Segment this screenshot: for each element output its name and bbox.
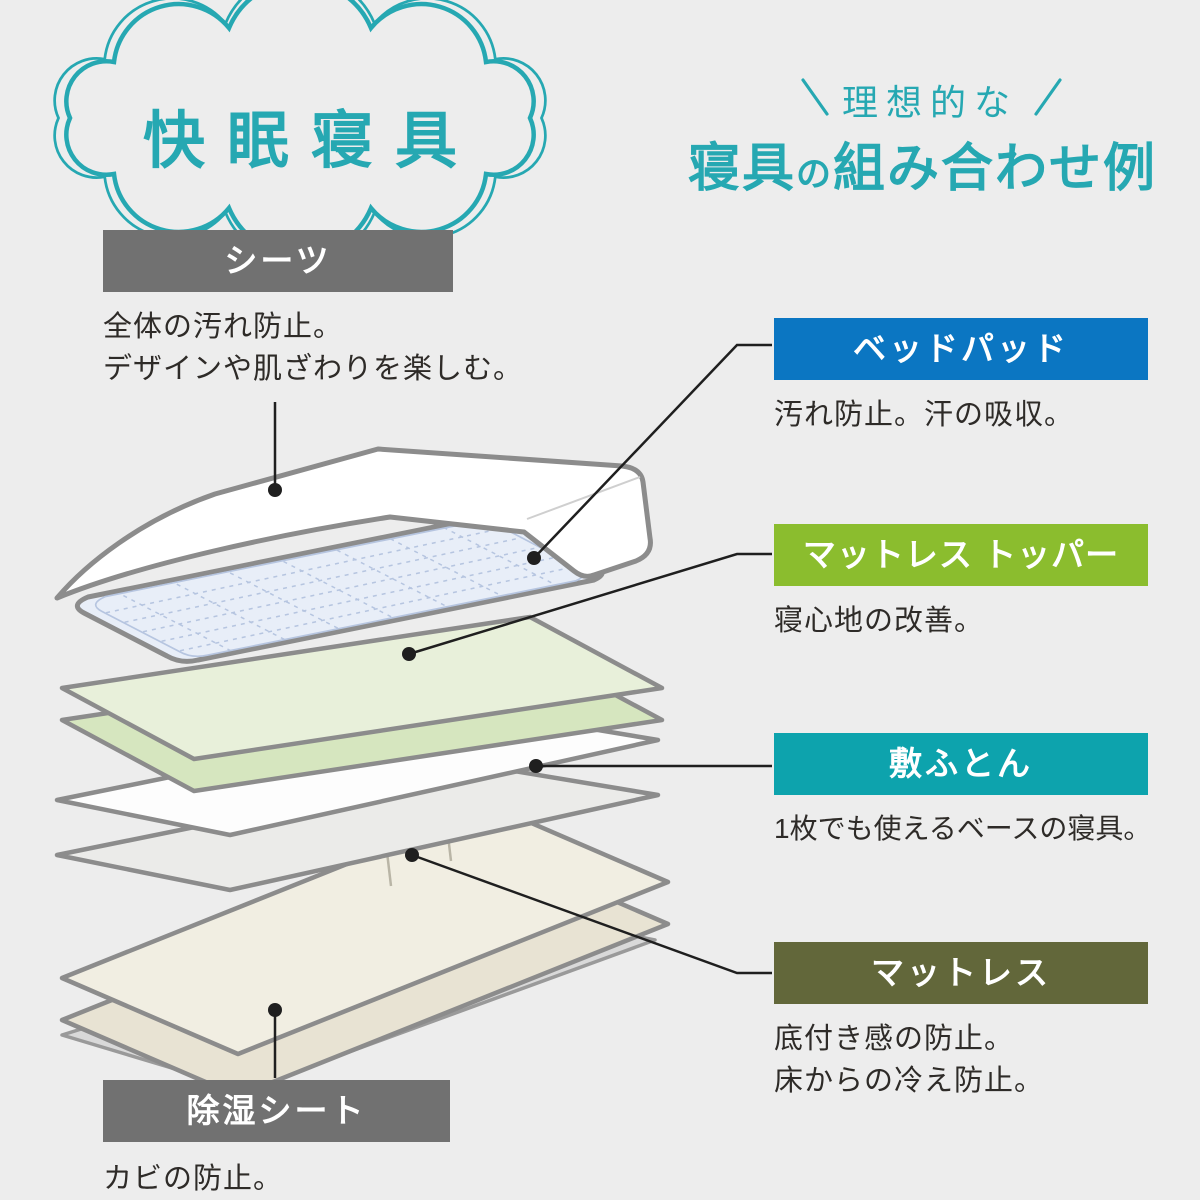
heading-kicker: 理想的な — [841, 82, 1018, 123]
label-box-bedpad: ベッドパッド — [774, 318, 1148, 380]
desc-dehumidifying-sheet: カビの防止。 — [103, 1163, 284, 1195]
label-box-mattress: マットレス — [774, 942, 1148, 1004]
desc-mattress-line2: 床からの冷え防止。 — [774, 1065, 1045, 1098]
cloud-badge-title: 快眠寝具 — [142, 107, 479, 176]
kicker-backslash-mark — [801, 78, 829, 116]
marker-dot-mattress — [405, 848, 419, 862]
desc-sheets: 全体の汚れ防止。 デザインや肌ざわりを楽しむ。 — [103, 306, 523, 390]
marker-dot-dehumid — [268, 1003, 282, 1017]
desc-mattress: 底付き感の防止。 床からの冷え防止。 — [774, 1018, 1044, 1102]
desc-sheets-line1: 全体の汚れ防止。 — [103, 311, 344, 343]
page-title: 寝具の組み合わせ例 — [650, 126, 1195, 201]
label-box-sheets: シーツ — [103, 230, 453, 292]
layer-sheet-shape — [54, 446, 653, 601]
page-title-particle: の — [795, 155, 833, 194]
connector-mattress — [411, 853, 772, 975]
layer-mattress-shape — [59, 803, 671, 1099]
page-title-part2: 組み合わせ例 — [833, 140, 1158, 198]
label-box-topper: マットレス トッパー — [774, 524, 1148, 586]
desc-bedpad: 汚れ防止。汗の吸収。 — [774, 399, 1075, 431]
layer-topper-shape — [59, 614, 665, 794]
label-box-dehumidifying-sheet: 除湿シート — [103, 1080, 450, 1142]
marker-dot-topper — [402, 647, 416, 661]
marker-dot-shikifuton — [529, 759, 543, 773]
connector-topper — [408, 552, 772, 656]
marker-dot-sheets — [268, 483, 282, 497]
page-title-part1: 寝具 — [687, 140, 796, 198]
desc-mattress-line1: 底付き感の防止。 — [774, 1023, 1015, 1055]
marker-dot-bedpad — [527, 551, 541, 565]
desc-sheets-line2: デザインや肌ざわりを楽しむ。 — [103, 353, 524, 386]
desc-topper: 寝心地の改善。 — [774, 605, 985, 637]
label-box-shikifuton: 敷ふとん — [774, 733, 1148, 795]
kicker-slash-mark — [1034, 78, 1062, 116]
desc-shikifuton: 1枚でも使えるベースの寝具。 — [774, 813, 1152, 844]
connector-bedpad — [533, 343, 772, 559]
